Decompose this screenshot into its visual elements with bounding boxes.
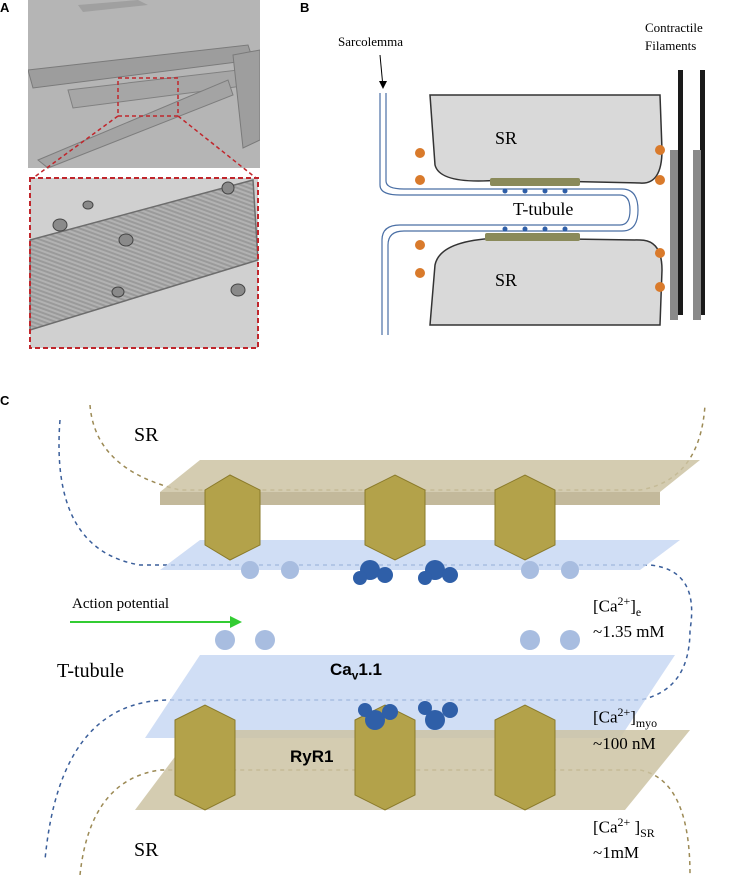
ca-sr-sup: 2+	[617, 815, 631, 829]
label-ca-myo-value: ~100 nM	[593, 734, 656, 753]
ca-myo-base: [Ca	[593, 707, 618, 727]
sr-top-compartment	[429, 94, 663, 184]
ca-e-close: ]	[630, 596, 636, 616]
ca-e-base: [Ca	[593, 596, 618, 616]
ryr-cluster-top	[490, 178, 580, 186]
sr-bottom-compartment	[429, 237, 663, 326]
panel-b-diagram	[379, 55, 705, 335]
label-action-potential: Action potential	[72, 596, 170, 612]
zoom-region-box	[117, 77, 179, 117]
cav-sub: v	[351, 668, 359, 683]
panel-label-a: A	[0, 0, 10, 15]
ca-myo-sub: myo	[635, 716, 658, 731]
label-ca-extracellular: [Ca2+]e	[593, 594, 641, 620]
panel-label-b: B	[300, 0, 310, 15]
cav-upper-faded	[241, 561, 579, 579]
ryr-upper-channels	[204, 474, 556, 561]
ca-sr-close: ]	[630, 817, 641, 837]
thin-filament-2	[693, 150, 701, 320]
panel-c-diagram	[44, 404, 706, 875]
label-cav11: Cav1.1	[330, 660, 382, 682]
ca-myo-close: ]	[630, 707, 636, 727]
label-ca-sr: [Ca2+ ]SR	[593, 815, 655, 841]
cav-dots	[502, 188, 568, 232]
nuclei	[52, 181, 246, 298]
serca-pumps	[415, 145, 665, 292]
sarcolemma-arrowhead	[379, 81, 387, 89]
ttubule-dashed-outline-top	[44, 419, 693, 861]
ryr-lower-channels	[174, 704, 556, 811]
thick-filament-1	[678, 70, 683, 315]
cav-lower-clusters	[358, 701, 458, 730]
panel-a-micrograph	[28, 0, 260, 349]
label-sr-bottom-b: SR	[495, 270, 518, 290]
cav-base: Ca	[330, 660, 352, 679]
ca-myo-sup: 2+	[617, 705, 631, 719]
label-ttubule-c: T-tubule	[57, 660, 125, 682]
zoom-line-left	[32, 115, 119, 179]
label-sr-bottom-c: SR	[134, 839, 159, 861]
sarcolemma-membrane	[379, 93, 631, 335]
label-ttubule-b: T-tubule	[513, 199, 574, 219]
ca-sr-sub: SR	[640, 826, 655, 841]
ryr-cluster-bottom	[485, 233, 580, 241]
sr-top-membrane	[160, 460, 700, 492]
cav-lower-faded	[215, 630, 580, 650]
label-sr-top-c: SR	[134, 424, 159, 446]
cav-upper-clusters	[353, 560, 458, 585]
sr-bottom-dashed-outline	[79, 769, 691, 875]
action-potential-arrowhead	[230, 616, 242, 628]
ca-e-sub: e	[635, 605, 642, 620]
label-ca-sr-value: ~1mM	[593, 843, 640, 862]
label-contractile-2: Filaments	[645, 38, 697, 53]
label-sr-top-b: SR	[495, 128, 518, 148]
label-contractile-1: Contractile	[645, 20, 703, 35]
panel-label-c: C	[0, 393, 10, 408]
label-ca-e-value: ~1.35 mM	[593, 622, 665, 641]
sarcolemma-membrane-inner	[385, 93, 639, 335]
ca-e-sup: 2+	[617, 594, 631, 608]
zoom-frame	[29, 177, 259, 349]
cell-fibers	[28, 0, 260, 169]
label-sarcolemma: Sarcolemma	[338, 34, 403, 49]
cav-rest: 1.1	[358, 660, 382, 679]
label-ca-myoplasm: [Ca2+]myo	[593, 705, 657, 731]
thick-filament-2	[700, 70, 705, 315]
thin-filament-1	[670, 150, 678, 320]
zoom-line-right	[177, 115, 257, 179]
ca-sr-base: [Ca	[593, 817, 618, 837]
label-ryr1: RyR1	[290, 747, 334, 766]
